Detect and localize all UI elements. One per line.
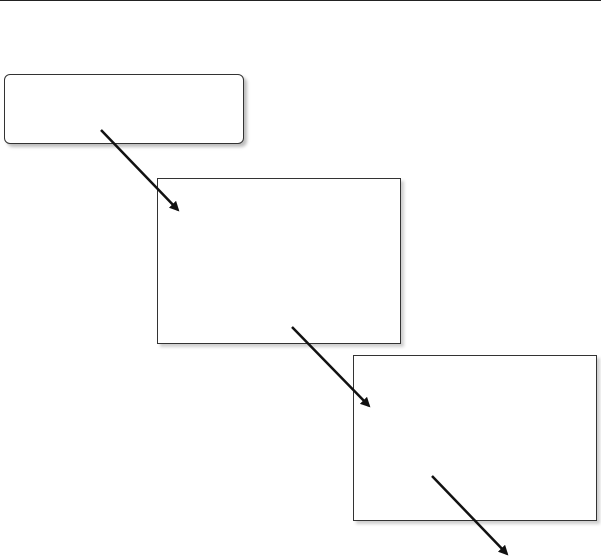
middle-box [157,178,401,344]
top-rule [0,0,601,1]
start-box [4,74,244,144]
arrow-start-to-middle [100,129,180,212]
arrow-end-to-next [431,475,509,556]
end-box [353,355,597,521]
arrow-middle-to-end [291,326,371,408]
